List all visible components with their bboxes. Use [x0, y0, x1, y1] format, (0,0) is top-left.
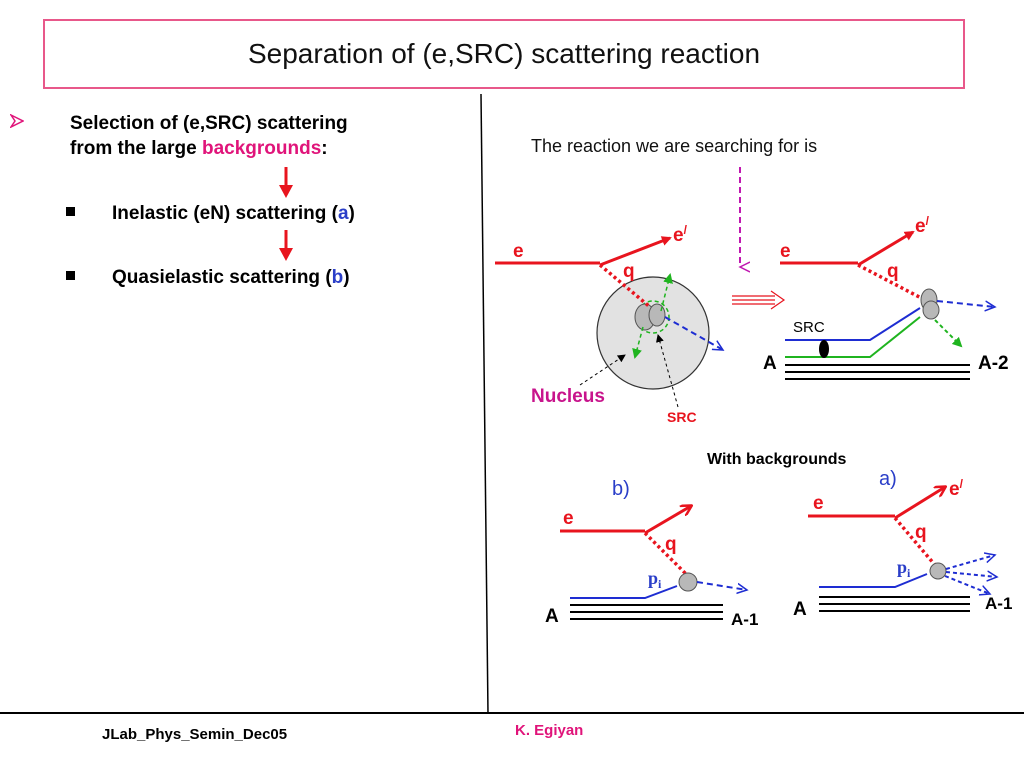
reaction-diagram: The reaction we are searching for is e e…: [495, 136, 1012, 629]
electron-label-a: e: [813, 493, 824, 514]
reaction-label: The reaction we are searching for is: [531, 136, 817, 156]
footer-author: K. Egiyan: [515, 722, 584, 739]
item1-letter: a: [337, 203, 349, 224]
electron-label-2: e: [780, 241, 791, 262]
selection-heading: Selection of (e,SRC) scattering from the…: [70, 111, 348, 161]
arrow-bullet-icon: [10, 114, 24, 128]
src-label-black: SRC: [793, 319, 825, 336]
nucleus-a-label-a: A: [793, 599, 807, 620]
p-sub-a: i: [907, 566, 911, 580]
backgrounds-highlight: backgrounds: [201, 138, 322, 159]
selection-line2: from the large backgrounds:: [70, 136, 348, 161]
photon-label-2: q: [887, 261, 899, 282]
item-inelastic: Inelastic (eN) scattering (a): [112, 203, 355, 225]
p-label-b: pi: [648, 568, 662, 591]
electron-prime: /: [684, 223, 688, 237]
item2-post: ): [343, 267, 350, 288]
photon-label-b: q: [665, 534, 677, 555]
nucleus-a1-label-a: A-1: [985, 594, 1012, 613]
label-b: b): [612, 478, 630, 500]
electron-out-letter: e: [673, 225, 684, 246]
item-quasielastic: Quasielastic scattering (b): [112, 267, 350, 289]
electron-out-label-a: e/: [949, 477, 964, 500]
nucleus-diagram: [495, 236, 723, 408]
photon-label: q: [623, 261, 635, 282]
electron-prime-a: /: [960, 477, 964, 491]
nucleus-a-label: A: [763, 353, 777, 374]
title-box: Separation of (e,SRC) scattering reactio…: [43, 19, 965, 89]
vertical-divider: [480, 93, 489, 715]
label-a: a): [879, 468, 897, 490]
footer-left-text: JLab_Phys_Semin_Dec05: [102, 726, 288, 743]
slide-title: Separation of (e,SRC) scattering reactio…: [247, 38, 761, 69]
selection-line2-pre: from the large: [70, 138, 202, 159]
src-label-pink: SRC: [667, 409, 697, 425]
transition-arrow: [732, 290, 786, 310]
p-letter-a: p: [897, 557, 907, 577]
nucleus-a1-label-b: A-1: [731, 610, 758, 629]
with-backgrounds-label: With backgrounds: [707, 451, 847, 468]
nucleus-a2-label: A-2: [978, 353, 1009, 374]
src-diagram: [780, 230, 995, 380]
photon-label-a: q: [915, 522, 927, 543]
item2-letter: b: [331, 267, 344, 288]
electron-out-letter-2: e: [915, 216, 926, 237]
item1-post: ): [348, 203, 355, 224]
electron-prime-2: /: [926, 214, 930, 228]
square-bullet-icon: [66, 207, 75, 216]
footer-divider: [0, 712, 1024, 714]
nucleus-label: Nucleus: [531, 386, 605, 407]
electron-out-letter-a: e: [949, 479, 960, 500]
item1-pre: Inelastic (eN) scattering (: [112, 203, 338, 224]
electron-label-b: e: [563, 508, 574, 529]
selection-line2-post: :: [321, 138, 328, 159]
electron-label: e: [513, 241, 524, 262]
electron-out-label-2: e/: [915, 214, 930, 237]
electron-out-label: e/: [673, 223, 688, 246]
quasielastic-diagram: [560, 506, 747, 620]
nucleus-a-label-b: A: [545, 606, 559, 627]
selection-line1: Selection of (e,SRC) scattering: [70, 113, 348, 134]
p-label-a: pi: [897, 557, 911, 580]
square-bullet-icon: [66, 271, 75, 280]
p-sub-b: i: [658, 577, 662, 591]
item2-pre: Quasielastic scattering (: [112, 267, 332, 288]
inelastic-diagram: [808, 487, 997, 612]
left-arrows: [279, 167, 293, 261]
p-letter-b: p: [648, 568, 658, 588]
